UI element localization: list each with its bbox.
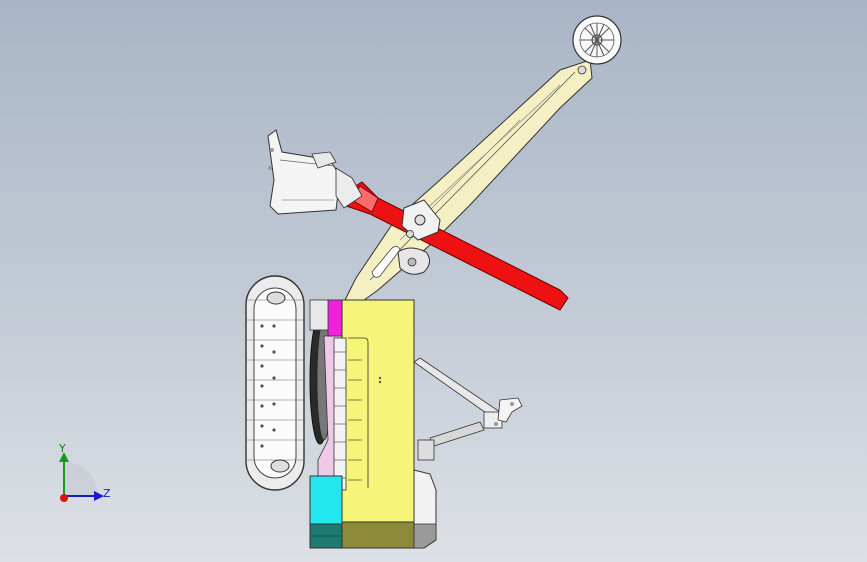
magenta-plate [327,299,343,337]
coordinate-triad: Y Z [40,438,130,518]
boom-tip-wheel [572,15,622,75]
rear-counter-box [413,469,437,549]
cyan-block [309,475,343,549]
crawler-track [245,275,305,491]
bucket [267,129,363,215]
yellow-body [333,299,415,549]
y-axis-label: Y [59,442,66,455]
main-boom [344,59,593,304]
z-axis-label: Z [103,487,111,500]
coordinate-axes-icon [59,452,104,502]
hydraulic-strut [413,357,523,461]
boom-joint-bracket [397,199,441,275]
